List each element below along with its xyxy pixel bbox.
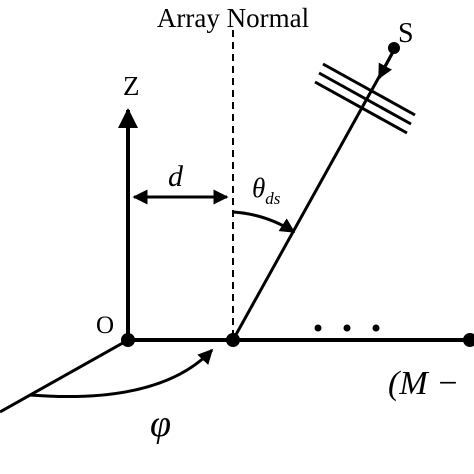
array-element-last [463, 333, 474, 347]
origin-element [121, 333, 135, 347]
theta-label: θds [252, 173, 281, 208]
ellipsis-dots [314, 324, 380, 332]
spacing-label: d [168, 160, 184, 193]
source-point [388, 42, 400, 54]
source-arrow [377, 49, 396, 80]
azimuth-label: φ [150, 403, 171, 445]
azimuth-arc [29, 348, 214, 399]
array-normal-label: Array Normal [157, 3, 309, 33]
array-element-1 [226, 333, 240, 347]
z-axis-label: Z [123, 71, 140, 101]
origin-label: O [96, 312, 114, 339]
source-label: S [398, 18, 414, 49]
wavefront-lines [314, 62, 416, 135]
theta-arc [232, 210, 296, 234]
last-element-label: (M − [388, 365, 459, 402]
azimuth-reference-line [0, 338, 129, 414]
